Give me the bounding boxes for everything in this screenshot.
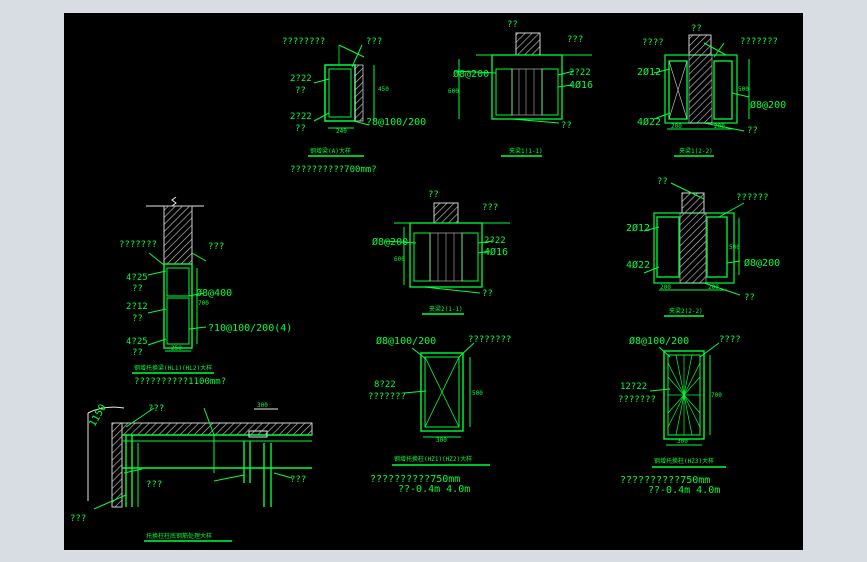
d2-label: 2?22 xyxy=(569,68,591,78)
d1-dim: 450 xyxy=(378,86,389,93)
d3-label: 4Ø22 xyxy=(637,116,661,128)
d6-dim: 200 xyxy=(708,284,719,291)
d7-dim: 300 xyxy=(436,437,447,444)
d9-title: 托换柱柱底钢筋处理大样 xyxy=(146,532,212,540)
d1-label: ?? xyxy=(295,124,306,134)
d7-title: 钢增托换柱(HZ1)(HZ2)大样 xyxy=(394,455,472,463)
d5-label: 4Ø16 xyxy=(484,246,508,258)
d2-title: 夹梁1(1-1) xyxy=(509,147,543,155)
d7-label: ??????? xyxy=(368,392,406,402)
d4-label: 2?12 xyxy=(126,302,148,312)
d3-title: 夹梁1(2-2) xyxy=(679,147,713,155)
d2-label: ??? xyxy=(567,35,583,45)
d4-label: ?10@100/200(4) xyxy=(208,323,292,334)
detail-column-base-rebar xyxy=(87,406,313,510)
d1-dim: 240 xyxy=(336,128,347,135)
d5-title: 夹梁2(1-1) xyxy=(429,305,463,313)
d7-note: ??-0.4m 4.0m xyxy=(398,484,470,495)
d1-label: ???????? xyxy=(282,37,325,47)
d3-label: ???? xyxy=(642,38,664,48)
d4-label: ?? xyxy=(132,284,143,294)
d8-title: 钢增托换柱(HZ3)大样 xyxy=(654,457,714,465)
d3-dim: 200 xyxy=(714,123,725,130)
d1-label: 2?22 xyxy=(290,112,312,122)
d7-label: 8?22 xyxy=(374,380,396,390)
d5-label: ?? xyxy=(482,289,493,299)
d5-label: Ø8@200 xyxy=(372,236,408,248)
d4-label: ?? xyxy=(132,348,143,358)
d8-label: Ø8@100/200 xyxy=(629,335,689,347)
d9-dim: 300 xyxy=(257,402,268,409)
d2-label: 4Ø16 xyxy=(569,79,593,91)
d7-label: ???????? xyxy=(468,335,511,345)
d9-dim: 1150 xyxy=(87,403,109,429)
detail-clamp-beam-1-1-1 xyxy=(453,32,592,124)
d4-label: 4?25 xyxy=(126,273,148,283)
d8-label: 12?22 xyxy=(620,382,647,392)
detail-beam-a xyxy=(313,44,375,129)
d1-note: ??????????700mm? xyxy=(290,165,377,175)
d6-label: ?????? xyxy=(736,193,769,203)
d6-dim: 500 xyxy=(729,244,740,251)
detail-transfer-beam-hl xyxy=(146,196,207,352)
d6-dim: 200 xyxy=(660,284,671,291)
d6-label: Ø8@200 xyxy=(744,257,780,269)
d3-label: ??????? xyxy=(740,37,778,47)
d3-label: ?? xyxy=(691,24,702,34)
d9-mark: ??? xyxy=(146,480,162,490)
d8-note: ??????????750mm xyxy=(620,475,710,486)
d1-label: 2?22 xyxy=(290,74,312,84)
d9-mark: ??? xyxy=(70,514,86,524)
d2-label: ?? xyxy=(561,121,572,131)
d2-dim: 600 xyxy=(448,88,459,95)
detail-clamp-beam-2-2-2 xyxy=(643,182,745,296)
d7-label: Ø8@100/200 xyxy=(376,335,436,347)
d4-label: 4?25 xyxy=(126,337,148,347)
d6-label: ?? xyxy=(657,177,668,187)
d7-dim: 500 xyxy=(472,390,483,397)
d3-label: 2Ø12 xyxy=(637,66,661,78)
d3-dim: 200 xyxy=(671,123,682,130)
d4-title: 钢增托换梁(HL1)(HL2)大样 xyxy=(134,364,212,372)
d1-title: 钢增梁(A)大样 xyxy=(310,147,351,155)
detail-clamp-beam-2-1-1 xyxy=(383,202,510,294)
d7-note: ??????????750mm xyxy=(370,474,460,485)
d4-dim: 700 xyxy=(198,300,209,307)
d8-note: ??-0.4m 4.0m xyxy=(648,485,720,496)
d3-label: ?? xyxy=(747,126,758,136)
d1-label: ?? xyxy=(295,86,306,96)
d2-label: Ø8@200 xyxy=(453,68,489,80)
d3-label: Ø8@200 xyxy=(750,99,786,111)
d1-label: ?8@100/200 xyxy=(366,117,426,128)
d4-label: ?? xyxy=(132,314,143,324)
detail-transfer-column-hz1 xyxy=(403,342,475,438)
d3-dim: 500 xyxy=(738,86,749,93)
d9-mark: ??? xyxy=(148,404,164,414)
d4-label: Ø8@400 xyxy=(196,287,232,299)
d9-mark: ??? xyxy=(290,475,306,485)
d4-label: ??? xyxy=(208,242,224,252)
cad-drawing-svg: ???????? ??? 2?22 ?? 2?22 ?? ?8@100/200 … xyxy=(70,20,786,542)
detail-transfer-column-hz3 xyxy=(649,342,720,446)
d6-label: ?? xyxy=(744,293,755,303)
d4-dim: 250 xyxy=(171,345,182,352)
d1-label: ??? xyxy=(366,37,382,47)
d2-label: ?? xyxy=(507,20,518,30)
detail-clamp-beam-1-2-2 xyxy=(653,34,750,132)
d5-label: ?? xyxy=(428,190,439,200)
d8-dim: 300 xyxy=(677,438,688,445)
d5-label: ??? xyxy=(482,203,498,213)
cad-drawing-canvas[interactable]: ???????? ??? 2?22 ?? 2?22 ?? ?8@100/200 … xyxy=(64,13,803,550)
d8-dim: 700 xyxy=(711,392,722,399)
d4-note: ??????????1100mm? xyxy=(134,377,226,387)
d5-dim: 600 xyxy=(394,256,405,263)
d4-label: ??????? xyxy=(119,240,157,250)
d6-title: 夹梁2(2-2) xyxy=(669,307,703,315)
d5-label: 2?22 xyxy=(484,236,506,246)
d8-label: ??????? xyxy=(618,395,656,405)
d8-label: ???? xyxy=(719,335,741,345)
d6-label: 4Ø22 xyxy=(626,259,650,271)
d6-label: 2Ø12 xyxy=(626,222,650,234)
